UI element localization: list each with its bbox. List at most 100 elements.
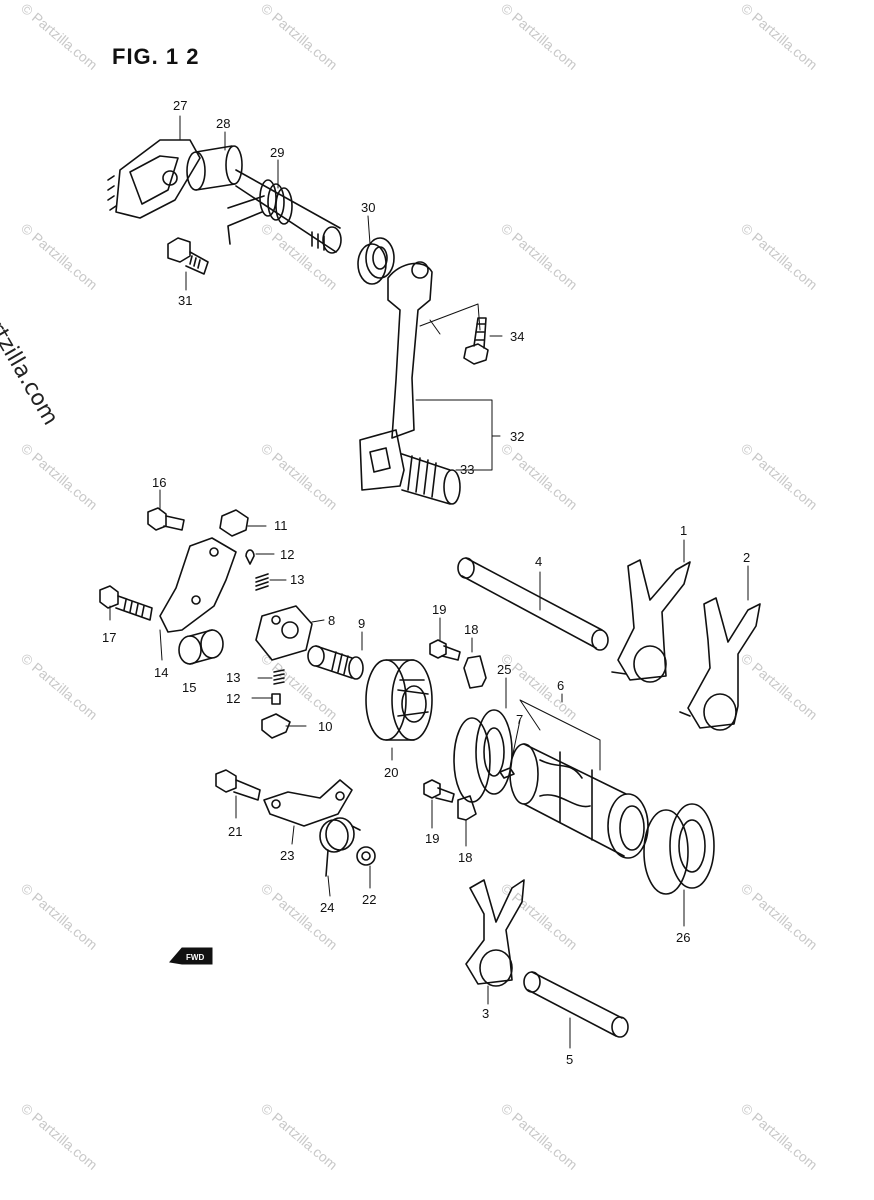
watermark-text: © Partzilla.com [18,440,101,513]
watermark-text: © Partzilla.com [258,440,341,513]
watermark-text: © Partzilla.com [738,880,821,953]
callout-1: 1 [680,523,687,538]
watermark-text: © Partzilla.com [258,220,341,293]
callout-20: 20 [384,765,398,780]
shift-cam-driven-gear-part [255,605,313,661]
callout-13-lower: 13 [226,670,240,685]
callout-7: 7 [516,712,523,727]
gear-shift-lever-part [359,261,461,505]
drum-pin-part [499,767,515,779]
callout-16: 16 [152,475,166,490]
callout-22: 22 [362,892,376,907]
fwd-label: FWD [186,953,204,962]
pawl-spring-part [255,573,269,591]
watermark-text: © Partzilla.com [18,220,101,293]
washer-part [356,846,376,866]
shaft-return-spring-part [227,179,293,245]
callout-18-lower: 18 [458,850,472,865]
watermark-text: © Partzilla.com [18,0,101,73]
gear-shift-drum-part [509,743,649,859]
cam-stopper-bolt-2-part [215,769,261,801]
callout-28: 28 [216,116,230,131]
cam-stopper-bolt-part [147,507,185,531]
watermark-text: © Partzilla.com [258,0,341,73]
callout-25: 25 [497,662,511,677]
stopper-bolt-part [167,237,209,275]
callout-12-upper: 12 [280,547,294,562]
watermark-text: © Partzilla.com [258,880,341,953]
callout-27: 27 [173,98,187,113]
pawl-pin-part [245,549,255,565]
oil-seal-part [357,237,395,285]
callout-24: 24 [320,900,334,915]
fork-shaft-2-part [523,971,629,1038]
callout-23: 23 [280,848,294,863]
callout-29: 29 [270,145,284,160]
watermark-text: © Partzilla.com [498,650,581,723]
watermark-text: © Partzilla.com [258,650,341,723]
callout-15: 15 [182,680,196,695]
callout-2: 2 [743,550,750,565]
bearing-stopper-2-part [457,795,477,821]
fork-shaft-part [457,557,609,651]
callout-13-upper: 13 [290,572,304,587]
callout-17: 17 [102,630,116,645]
watermark-text: © Partzilla.com [738,650,821,723]
gear-shift-cam-part [365,659,433,741]
stopper-plate-bolt-part [99,585,153,621]
gear-shift-shaft-part [107,139,342,254]
cam-stopper-plate-part [159,537,237,633]
callout-8: 8 [328,613,335,628]
callout-18-upper: 18 [464,622,478,637]
guide-screw-part [429,639,461,661]
callout-31: 31 [178,293,192,308]
callout-21: 21 [228,824,242,839]
callout-19-upper: 19 [432,602,446,617]
callout-11: 11 [274,518,288,533]
cam-guide-pin-part [307,645,364,680]
guide-screw-2-part [423,779,455,803]
watermark-text: © Partzilla.com [18,880,101,953]
watermark-text: © Partzilla.com [498,220,581,293]
stopper-spring-part [319,817,361,877]
callout-14: 14 [154,665,168,680]
callout-30: 30 [361,200,375,215]
watermark-text: © Partzilla.com [258,1100,341,1173]
watermark-text: © Partzilla.com [738,1100,821,1173]
callout-19-lower: 19 [425,831,439,846]
callout-34: 34 [510,329,524,344]
callout-10: 10 [318,719,332,734]
callout-4: 4 [535,554,542,569]
shift-fork-2-part [679,597,761,731]
watermark-text: © Partzilla.com [498,1100,581,1173]
watermark-text: © Partzilla.com [498,0,581,73]
pawl-spring-lower-part [273,669,285,685]
shift-fork-3-part [465,879,525,987]
callout-5: 5 [566,1052,573,1067]
cam-stopper-plate-2-part [263,779,353,827]
callout-3: 3 [482,1006,489,1021]
bearing-stopper-part [463,655,487,689]
pawl-lower-part [261,713,291,739]
watermark-text: © Partzilla.com [18,650,101,723]
callout-6: 6 [557,678,564,693]
pawl-part [219,509,249,537]
watermark-text: © Partzilla.com [738,0,821,73]
lever-bolt-part [463,317,489,365]
watermark-text: © Partzilla.com [18,1100,101,1173]
cam-bearing-right-part [643,803,715,895]
callout-9: 9 [358,616,365,631]
watermark-layer: © Partzilla.com © Partzilla.com © Partzill… [18,0,821,1173]
callout-labels: 27 28 29 30 31 34 32 33 16 11 12 13 17 8… [102,98,750,1067]
cam-bearing-left-part [453,709,513,803]
leader-lines [109,115,749,1049]
pawl-pin-lower-part [271,693,281,705]
watermark-text: © Partzilla.com [738,440,821,513]
shift-fork-1-part [611,559,691,683]
fwd-arrow-icon: FWD [169,947,213,965]
watermark-text: © Partzilla.com [498,440,581,513]
watermark-text: © Partzilla.com [738,220,821,293]
callout-32: 32 [510,429,524,444]
callout-12-lower: 12 [226,691,240,706]
